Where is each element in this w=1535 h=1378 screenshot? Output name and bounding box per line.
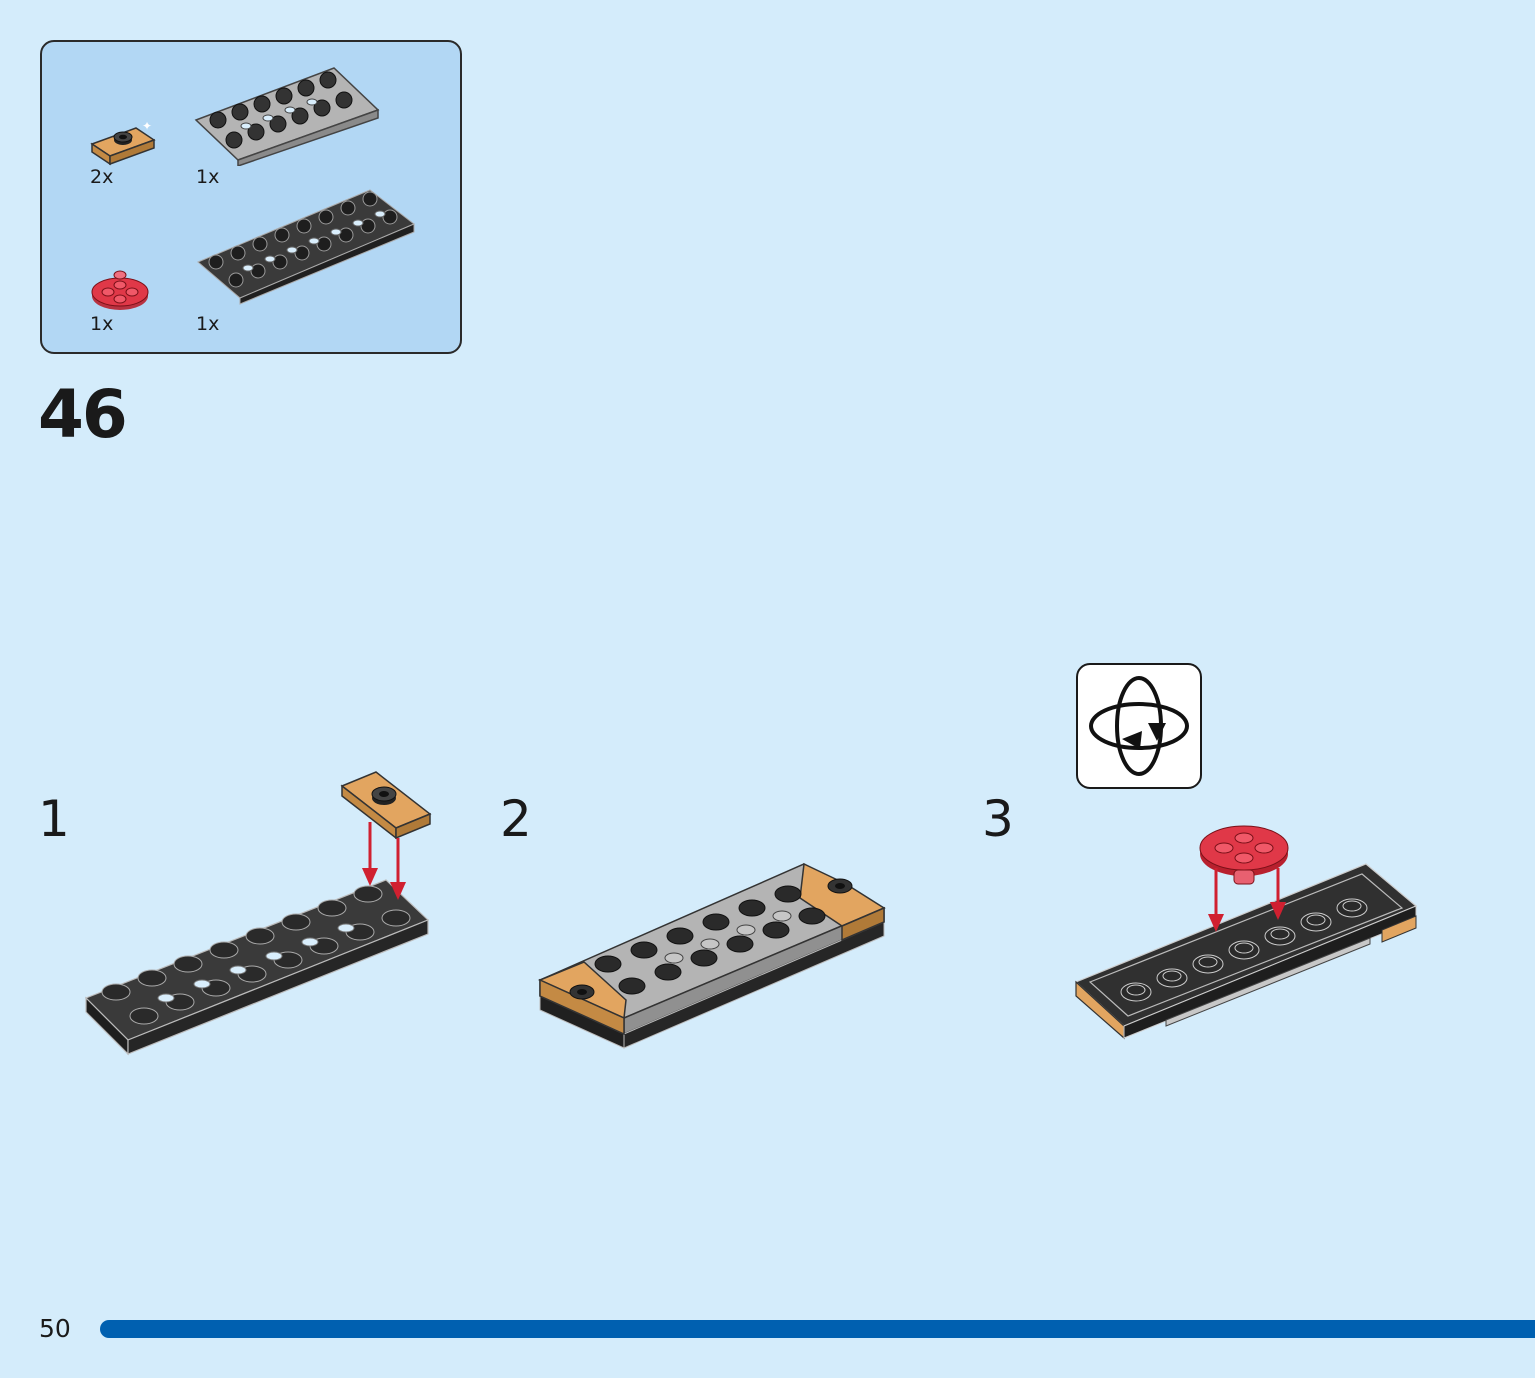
- substep-1-number: 1: [38, 790, 70, 848]
- rotate-model-icon: [1089, 676, 1189, 776]
- substep-3-number: 3: [982, 790, 1014, 848]
- qty-gray-plate: 1x: [196, 166, 220, 188]
- rotate-model-callout: [1076, 663, 1202, 789]
- substep-2-number: 2: [500, 790, 532, 848]
- page-progress-bar: [100, 1320, 1535, 1338]
- substep-1-model: [84, 771, 432, 1056]
- svg-text:✦: ✦: [142, 122, 152, 133]
- qty-tan-plate: 2x: [90, 166, 114, 188]
- gray-technic-plate-icon: [194, 67, 380, 166]
- qty-red-plate: 1x: [90, 313, 114, 335]
- tan-jumper-plate-icon: ✦: [90, 122, 156, 166]
- substep-2-model: [538, 862, 886, 1049]
- step-number: 46: [38, 376, 128, 453]
- parts-callout: ✦ 2x 1x 1x: [40, 40, 462, 354]
- substep-3-model: [1074, 825, 1418, 1040]
- black-technic-plate-icon: [197, 189, 415, 305]
- page-number: 50: [39, 1314, 71, 1343]
- qty-black-plate: 1x: [196, 313, 220, 335]
- trans-red-round-plate-icon: [91, 270, 149, 310]
